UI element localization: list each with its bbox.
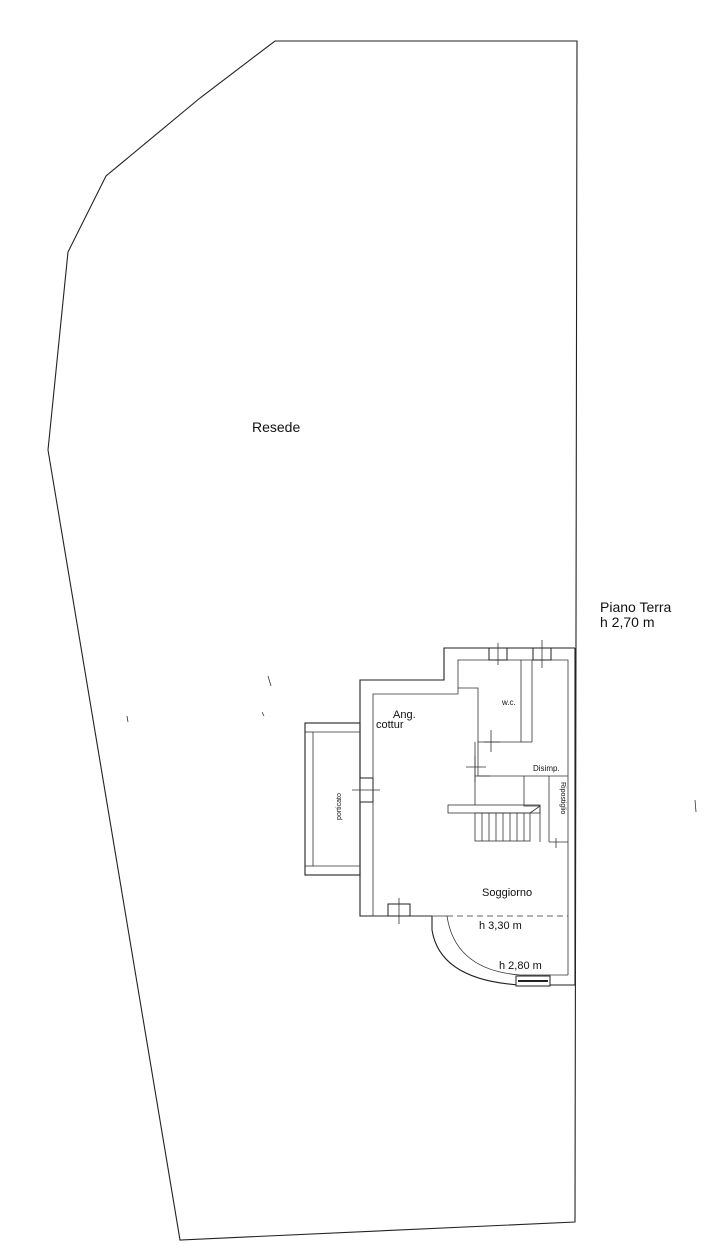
window-bay — [515, 975, 551, 987]
stair-steps — [481, 805, 541, 841]
storage-partition — [523, 776, 541, 842]
stair-outline — [474, 812, 531, 842]
scan-specks — [126, 675, 697, 813]
lot-boundary — [47, 40, 578, 1241]
kitchen-label-line2: cottur — [376, 719, 404, 731]
porch-label: porticato — [336, 793, 343, 820]
living-label: Soggiorno — [482, 887, 532, 899]
window-south-west — [387, 898, 411, 924]
door-porch — [352, 777, 380, 803]
door-wc — [484, 730, 500, 752]
bay-height-label: h 2,80 m — [499, 960, 542, 972]
floor-title: Piano Terra h 2,70 m — [600, 600, 671, 630]
window-north-east — [532, 640, 552, 668]
house-outer-wall — [549, 648, 576, 986]
floor-name: Piano Terra — [600, 599, 672, 615]
porch-inner — [312, 731, 360, 867]
hall-label: Disimp. — [533, 764, 560, 773]
floor-height: h 2,70 m — [600, 614, 655, 630]
wc-label: w.c. — [501, 698, 516, 707]
bay-window-wall — [431, 916, 521, 986]
storage-label: Ripostiglio — [559, 782, 566, 814]
wc-partition-inner — [477, 742, 490, 777]
kitchen-label-line1: Ang. — [393, 709, 416, 721]
living-height-label: h 3,30 m — [479, 920, 522, 932]
house-inner-west-wall — [372, 659, 569, 975]
door-kitchen — [466, 756, 486, 782]
window-north-wc — [488, 643, 508, 665]
bay-window-inner-wall — [446, 915, 568, 976]
house-west-wall — [359, 647, 575, 917]
yard-label: Resede — [252, 419, 300, 435]
